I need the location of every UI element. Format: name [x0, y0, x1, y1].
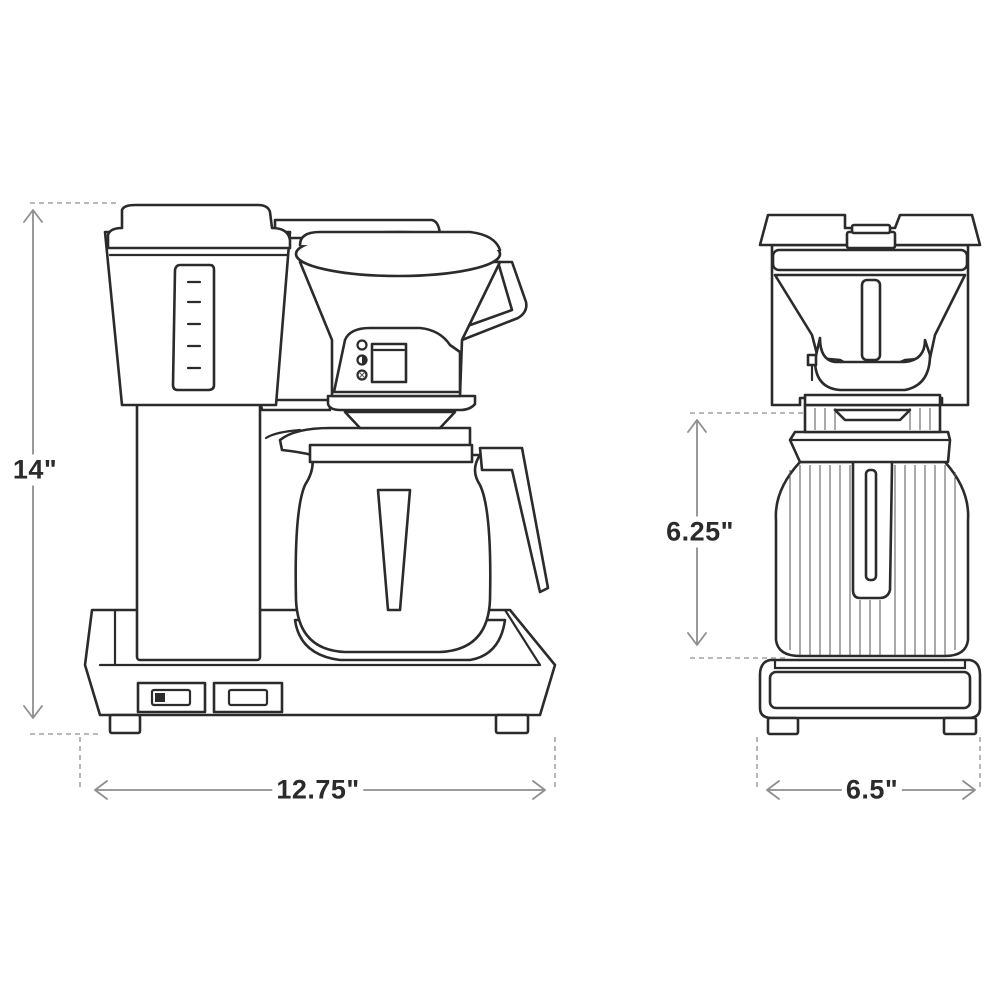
- carafe-handle: [478, 446, 550, 594]
- foot: [494, 713, 530, 735]
- height-label: 14": [8, 454, 62, 486]
- side-view: [83, 203, 557, 735]
- foot: [766, 716, 800, 736]
- foot: [942, 716, 978, 736]
- front-width-label: 6.5": [841, 774, 903, 806]
- filter-base-plate: [326, 394, 477, 412]
- front-view: [758, 213, 982, 736]
- water-tank-lid: [106, 203, 292, 250]
- column: [135, 398, 262, 662]
- carafe-height-label: 6.25": [662, 516, 738, 548]
- foot: [108, 713, 142, 735]
- water-level-window: [171, 263, 216, 392]
- width-label: 12.75": [272, 774, 364, 806]
- hotplate-switch: [212, 681, 284, 714]
- power-switch: [136, 681, 207, 714]
